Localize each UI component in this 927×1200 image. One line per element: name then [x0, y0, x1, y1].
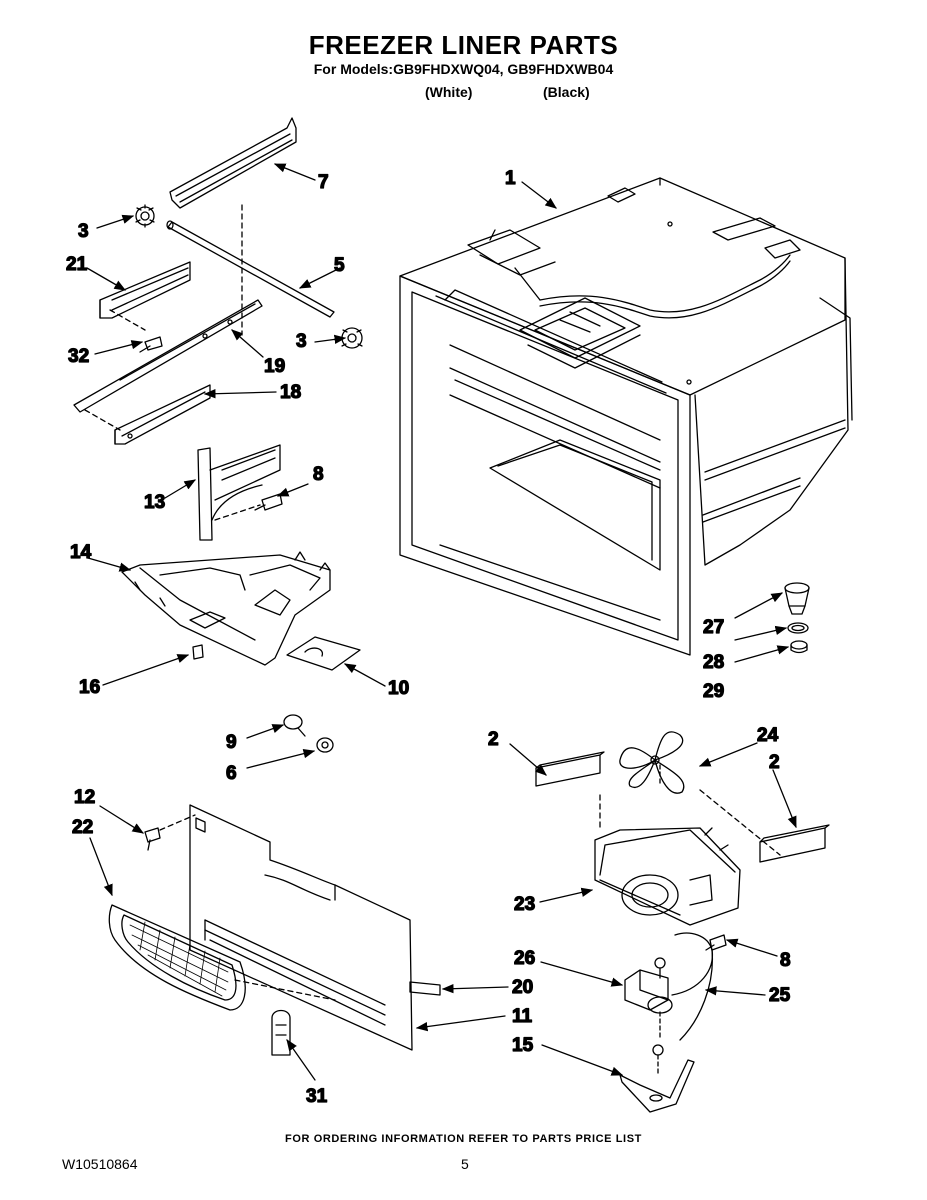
callout-11: 11 — [512, 1006, 533, 1027]
freezer-liner-part — [399, 177, 853, 656]
foam-block-parts — [535, 751, 830, 863]
callout-13: 13 — [144, 492, 165, 513]
thermistor-parts — [283, 714, 334, 753]
callout-3-upper: 3 — [78, 221, 89, 242]
fan-shroud-part — [594, 789, 781, 926]
callout-15: 15 — [512, 1035, 534, 1056]
callout-27: 27 — [703, 617, 724, 638]
callout-19: 19 — [264, 356, 285, 377]
callout-32: 32 — [68, 346, 89, 367]
variant-black: (Black) — [543, 84, 590, 100]
callout-6: 6 — [226, 763, 237, 784]
callout-8-upper: 8 — [313, 464, 324, 485]
clip-31-part — [234, 979, 336, 1056]
air-duct-housing-part — [121, 551, 361, 671]
screw-12-part — [144, 814, 196, 851]
callout-3-lower: 3 — [296, 331, 307, 352]
document-id: W10510864 — [62, 1156, 138, 1172]
fan-blade-part — [619, 731, 685, 794]
fan-motor-parts — [619, 932, 727, 1113]
callout-24: 24 — [757, 725, 779, 746]
callout-29: 29 — [703, 681, 724, 702]
callout-18: 18 — [280, 382, 301, 403]
model-numbers: For Models:GB9FHDXWQ04, GB9FHDXWB04 — [313, 61, 614, 77]
callout-2-right: 2 — [769, 752, 780, 773]
callout-23: 23 — [514, 894, 535, 915]
callout-14: 14 — [70, 542, 92, 563]
callout-7: 7 — [318, 172, 329, 193]
callout-25: 25 — [769, 985, 791, 1006]
callout-16: 16 — [79, 677, 100, 698]
callout-5: 5 — [334, 255, 345, 276]
slide-rail-parts — [73, 117, 363, 445]
foam-strip-part — [409, 981, 441, 996]
callout-26: 26 — [514, 948, 535, 969]
callout-1: 1 — [505, 168, 516, 189]
grille-part — [108, 904, 246, 1011]
callout-22: 22 — [72, 817, 93, 838]
leader-lines — [86, 163, 797, 1081]
callout-2-left: 2 — [488, 729, 499, 750]
callout-28: 28 — [703, 652, 724, 673]
callout-31: 31 — [306, 1086, 328, 1107]
callout-8-lower: 8 — [780, 950, 791, 971]
variant-white: (White) — [425, 84, 473, 100]
callout-labels: 1 7 3 21 5 3 32 19 18 8 13 14 27 28 29 1… — [65, 167, 791, 1107]
callout-21: 21 — [66, 254, 88, 275]
page-title: FREEZER LINER PARTS — [308, 30, 619, 60]
callout-10: 10 — [388, 678, 409, 699]
callout-20: 20 — [512, 977, 533, 998]
bracket-13-part — [197, 444, 283, 541]
ordering-note: FOR ORDERING INFORMATION REFER TO PARTS … — [285, 1133, 642, 1145]
callout-12: 12 — [74, 787, 95, 808]
callout-9: 9 — [226, 732, 237, 753]
drain-fitting-parts — [784, 582, 810, 654]
page-number: 5 — [461, 1156, 469, 1172]
rear-panel-part — [189, 804, 413, 1051]
